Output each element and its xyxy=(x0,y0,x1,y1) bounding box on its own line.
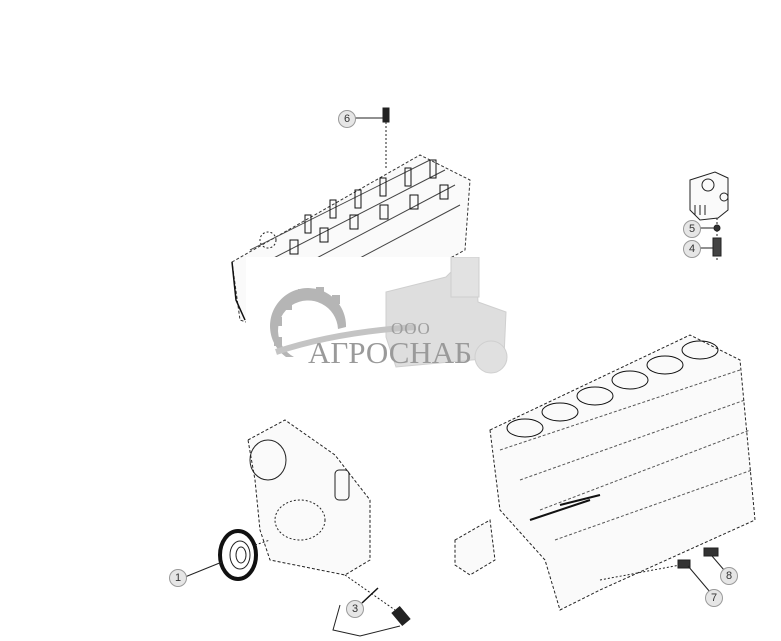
callout-3[interactable]: 3 xyxy=(346,600,364,618)
pump-housing xyxy=(689,171,729,221)
front-timing-cover xyxy=(247,419,371,576)
callout-8[interactable]: 8 xyxy=(720,567,738,585)
callout-1[interactable]: 1 xyxy=(169,569,187,587)
gear-part xyxy=(218,529,258,581)
callout-6[interactable]: 6 xyxy=(338,110,356,128)
watermark-logo: ООО АГРОСНАБ xyxy=(246,257,534,385)
callout-4[interactable]: 4 xyxy=(683,240,701,258)
engine-block xyxy=(454,334,756,611)
callout-7[interactable]: 7 xyxy=(705,589,723,607)
combine-harvester-icon xyxy=(270,257,508,374)
watermark-company-name: АГРОСНАБ xyxy=(308,335,472,370)
callout-5[interactable]: 5 xyxy=(683,220,701,238)
gear-icon xyxy=(270,287,347,357)
watermark-prefix: ООО xyxy=(391,319,431,338)
